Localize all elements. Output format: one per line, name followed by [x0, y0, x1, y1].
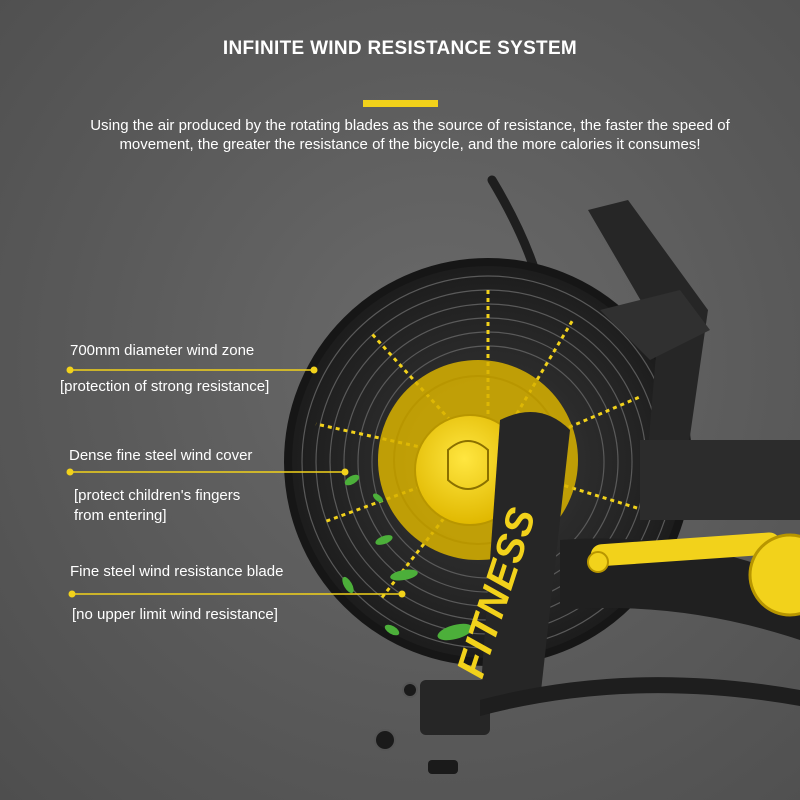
caster-wheel — [402, 682, 418, 698]
page-title: INFINITE WIND RESISTANCE SYSTEM — [222, 38, 578, 59]
leaf-decoration — [342, 474, 473, 641]
callout-leaders — [70, 369, 402, 595]
callout-wind-zone-label: 700mm diameter wind zone — [70, 342, 255, 359]
caster-wheel — [374, 729, 396, 751]
crank-arm — [587, 532, 800, 617]
callout-wind-cover-note-line1: [protect children's fingers — [74, 487, 241, 504]
callout-blade-note: [no upper limit wind resistance] — [72, 606, 278, 623]
callout-blade-label: Fine steel wind resistance blade — [70, 563, 284, 580]
foot-pad — [428, 760, 458, 774]
callout-wind-cover-label: Dense fine steel wind cover — [69, 447, 253, 464]
callout-dots — [66, 366, 406, 598]
description-text: Using the air produced by the rotating b… — [90, 117, 730, 153]
title-underline — [363, 100, 438, 107]
callout-wind-zone-note: [protection of strong resistance] — [60, 378, 270, 395]
callout-wind-cover-note-line2: from entering] — [74, 507, 167, 524]
